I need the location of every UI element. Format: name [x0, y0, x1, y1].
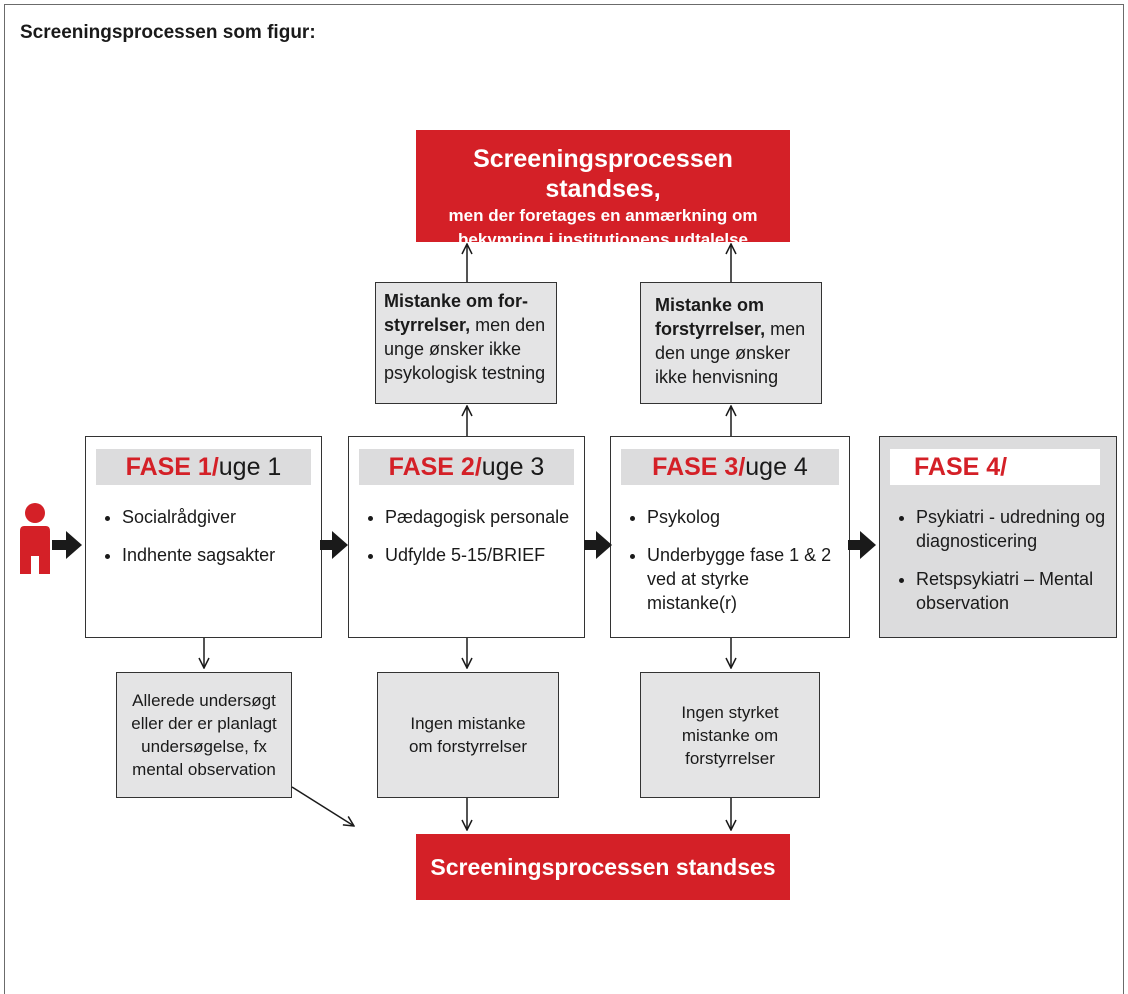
page-title: Screeningsprocessen som figur:	[20, 22, 316, 43]
phase-1-week: uge 1	[218, 453, 282, 481]
phase-2-item: Pædagogisk personale	[385, 505, 578, 529]
phase-4-box: FASE 4/ Psykiatri - udredning og diagnos…	[879, 436, 1117, 638]
phase-4-header: FASE 4/	[890, 449, 1100, 485]
stop-top-sub-2: bekymring i institutionens udtalelse	[458, 230, 748, 249]
outcome-box-3: Ingen styrket mistanke om forstyrrelser	[640, 672, 820, 798]
stop-bottom-box: Screeningsprocessen standses	[416, 834, 790, 900]
outcome-box-2: Ingen mistanke om forstyrrelser	[377, 672, 559, 798]
phase-2-list: Pædagogisk personale Udfylde 5-15/BRIEF	[357, 505, 578, 581]
phase-1-item: Indhente sagsakter	[122, 543, 315, 567]
phase-3-item: Psykolog	[647, 505, 843, 529]
phase-2-week: uge 3	[481, 453, 545, 481]
suspicion-2-bold: Mistanke om forstyrrelser,	[655, 295, 766, 339]
outcome-2-text: Ingen mistanke om forstyrrelser	[408, 714, 528, 756]
stop-top-sub-1: men der foretages en anmærkning om	[448, 206, 758, 225]
stop-top-box: Screeningsprocessen standses, men der fo…	[416, 130, 790, 249]
phase-3-box: FASE 3/uge 4 Psykolog Underbygge fase 1 …	[610, 436, 850, 638]
figure-frame	[4, 4, 1124, 994]
phase-4-item: Psykiatri - udredning og diagnosticering	[916, 505, 1110, 553]
phase-1-item: Socialrådgiver	[122, 505, 315, 529]
suspicion-1-bold: Mistanke om for-styrrelser,	[384, 291, 529, 335]
stop-top-main: Screeningsprocessen standses,	[473, 145, 733, 203]
phase-1-box: FASE 1/uge 1 Socialrådgiver Indhente sag…	[85, 436, 322, 638]
outcome-3-text: Ingen styrket mistanke om forstyrrelser	[681, 702, 779, 768]
phase-3-week: uge 4	[745, 453, 808, 481]
flow-arrow-1-2	[320, 531, 348, 559]
person-icon	[20, 503, 50, 574]
phase-1-header: FASE 1/uge 1	[96, 449, 311, 485]
suspicion-box-2: Mistanke om forstyrrelser, men den unge …	[640, 282, 822, 404]
phase-3-list: Psykolog Underbygge fase 1 & 2 ved at st…	[619, 505, 843, 615]
phase-1-list: Socialrådgiver Indhente sagsakter	[94, 505, 315, 581]
phase-2-item: Udfylde 5-15/BRIEF	[385, 543, 578, 567]
flow-arrow-3-4	[848, 531, 876, 559]
outcome-1-text: Allerede undersøgt eller der er planlagt…	[131, 691, 277, 779]
suspicion-1-text: men den unge ønsker ikke psykologisk tes…	[384, 315, 546, 383]
suspicion-box-1: Mistanke om for-styrrelser, men den unge…	[375, 282, 557, 404]
phase-1-label: FASE 1/	[125, 453, 219, 481]
suspicion-2-text: men den unge ønsker ikke henvisning	[655, 319, 806, 387]
arrow-outcome1-diagonal	[291, 786, 354, 826]
flow-arrow-2-3	[584, 531, 612, 559]
phase-4-label: FASE 4/	[914, 453, 1008, 481]
phase-4-item: Retspsykiatri – Mental observation	[916, 567, 1110, 615]
phase-3-header: FASE 3/uge 4	[621, 449, 839, 485]
phase-2-header: FASE 2/uge 3	[359, 449, 574, 485]
phase-4-list: Psykiatri - udredning og diagnosticering…	[888, 505, 1110, 629]
phase-3-item: Underbygge fase 1 & 2 ved at styrke mist…	[647, 543, 843, 615]
flow-arrow-start	[52, 531, 82, 559]
phase-3-label: FASE 3/	[652, 453, 746, 481]
phase-2-label: FASE 2/	[388, 453, 482, 481]
phase-2-box: FASE 2/uge 3 Pædagogisk personale Udfyld…	[348, 436, 585, 638]
outcome-box-1: Allerede undersøgt eller der er planlagt…	[116, 672, 292, 798]
